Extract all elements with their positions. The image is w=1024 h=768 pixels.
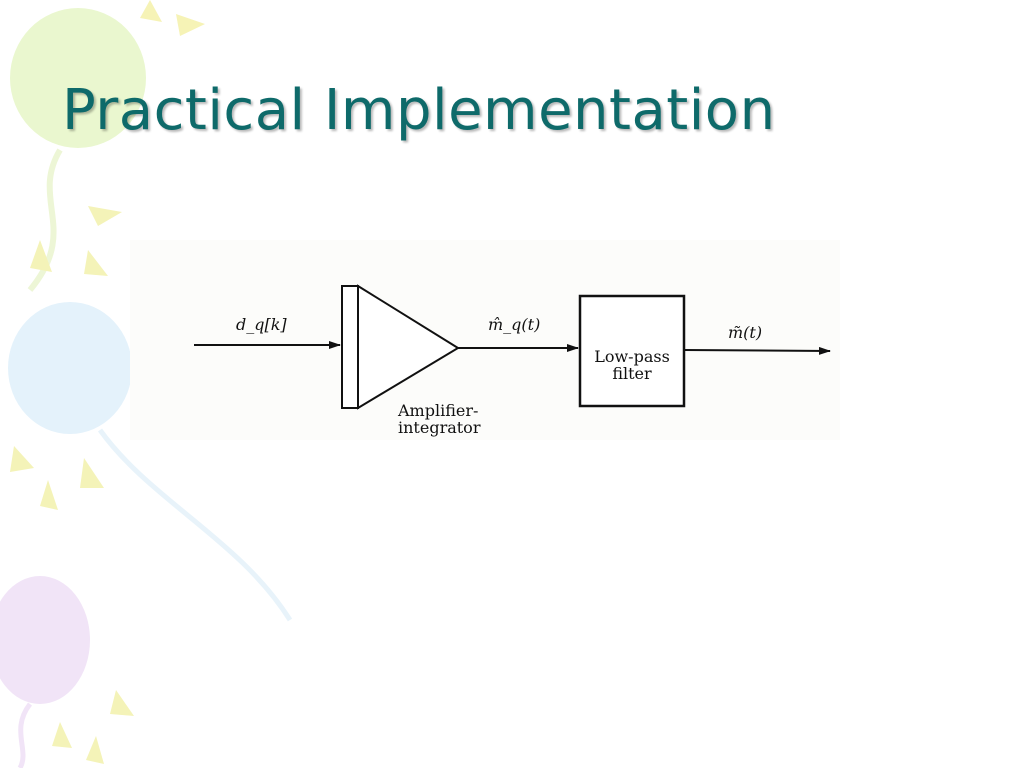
output-signal-text: m̃(t) [728,323,763,342]
sparkle-6 [10,446,34,472]
input-signal-label: d_q[k] [236,316,287,334]
green-balloon [10,8,146,148]
amplifier-triangle [357,284,460,410]
sparkle-7 [40,480,58,510]
low-pass-filter-label: Low-pass filter [582,330,682,383]
input-signal-text: d_q[k] [236,315,287,334]
blue-balloon [8,302,132,434]
output-arrow [683,346,831,355]
output-signal-label: m̃(t) [728,324,762,342]
sparkle-8 [80,458,104,488]
intermediate-signal-text: m̂_q(t) [488,315,541,334]
slide-title: Practical Implementation [62,78,776,143]
sparkle-1 [140,0,162,22]
sparkle-10 [52,722,72,748]
sparkle-5 [84,250,108,276]
sparkle-11 [86,736,104,764]
sparkle-2 [176,14,205,36]
blue-balloon-string [97,428,293,622]
purple-balloon [0,576,90,704]
low-pass-filter-box [578,294,686,408]
sparkle-4 [30,240,52,272]
integrator-bar [341,285,359,409]
amplifier-integrator-text: Amplifier- integrator [398,400,481,438]
block-diagram-lines [194,284,831,410]
purple-balloon-string [17,702,33,768]
sparkle-9 [110,690,134,716]
amplifier-integrator-label: Amplifier- integrator [398,384,480,437]
intermediate-signal-label: m̂_q(t) [488,316,540,334]
block-diagram: d_q[k] m̂_q(t) m̃(t) Amplifier- integrat… [130,240,840,440]
sparkle-3 [88,206,122,226]
low-pass-filter-text: Low-pass filter [594,346,670,384]
